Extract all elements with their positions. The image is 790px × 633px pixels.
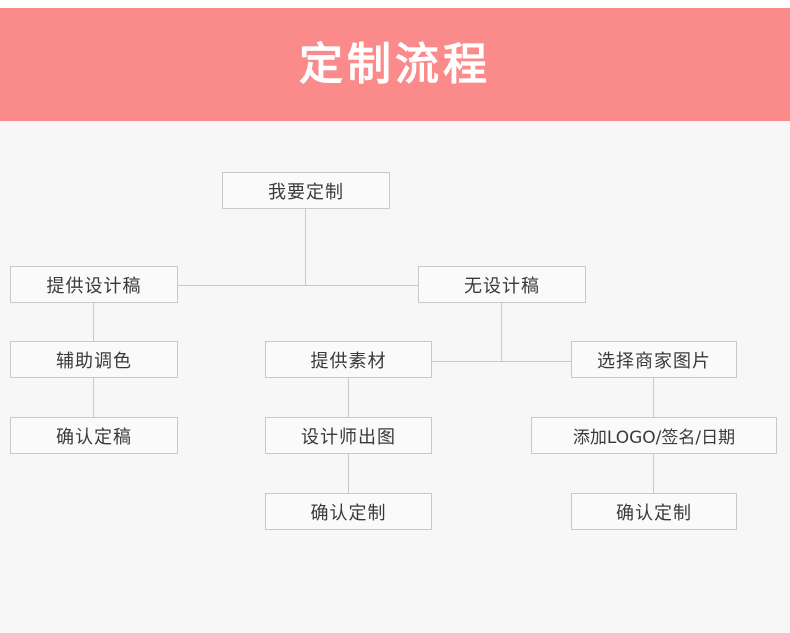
header-banner: 定制流程 — [0, 8, 790, 121]
connector-nodesign-horizontal — [348, 361, 654, 362]
page-title: 定制流程 — [299, 38, 491, 90]
connector-designer-to-confirm — [348, 454, 349, 493]
node-designer-output[interactable]: 设计师出图 — [265, 417, 432, 454]
node-merchant-image[interactable]: 选择商家图片 — [571, 341, 737, 378]
flowchart-canvas: 我要定制 提供设计稿 无设计稿 辅助调色 提供素材 选择商家图片 确认定稿 设计… — [0, 121, 790, 633]
connector-assets-to-designer — [348, 378, 349, 417]
node-add-logo[interactable]: 添加LOGO/签名/日期 — [531, 417, 777, 454]
connector-start-down — [305, 209, 306, 285]
connector-hasdesign-to-colorassist — [93, 303, 94, 341]
node-confirm-draft[interactable]: 确认定稿 — [10, 417, 178, 454]
node-provide-assets[interactable]: 提供素材 — [265, 341, 432, 378]
connector-colorassist-to-confirmdraft — [93, 378, 94, 417]
node-no-design[interactable]: 无设计稿 — [418, 266, 586, 303]
node-has-design[interactable]: 提供设计稿 — [10, 266, 178, 303]
connector-nodesign-down — [501, 303, 502, 361]
connector-addlogo-to-confirm — [653, 454, 654, 493]
node-confirm-order-right[interactable]: 确认定制 — [571, 493, 737, 530]
node-color-assist[interactable]: 辅助调色 — [10, 341, 178, 378]
node-confirm-order-middle[interactable]: 确认定制 — [265, 493, 432, 530]
connector-branch-horizontal — [94, 285, 503, 286]
node-start[interactable]: 我要定制 — [222, 172, 390, 209]
connector-merchant-to-addlogo — [653, 378, 654, 417]
